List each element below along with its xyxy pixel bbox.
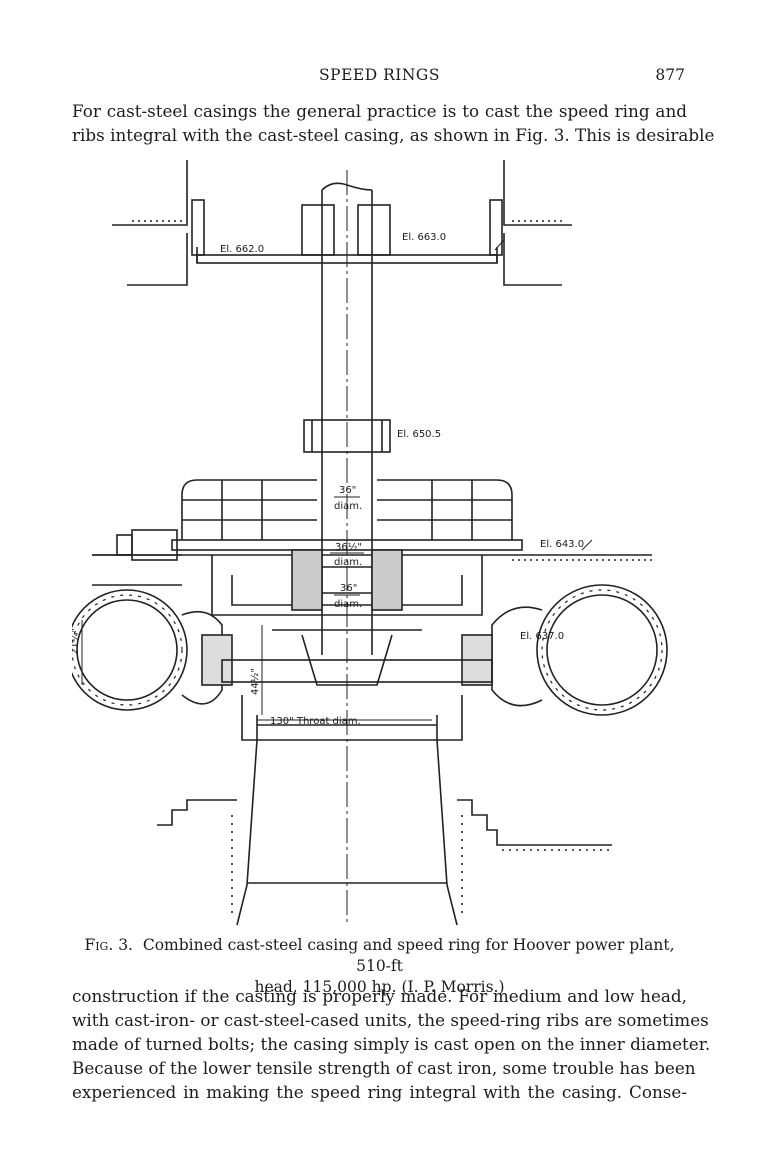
label-36-diam-top-unit: diam. — [334, 501, 362, 512]
text-line: For cast-steel casings the general pract… — [72, 101, 687, 121]
label-36-diam-low: 36" — [340, 583, 357, 594]
label-36-5-diam-unit: diam. — [334, 557, 362, 568]
caption-label: Fig. 3. — [84, 936, 133, 954]
running-title: SPEED RINGS — [319, 66, 440, 84]
speed-ring — [181, 606, 543, 707]
text-line: experienced in making the speed ring int… — [72, 1082, 687, 1102]
text-line: construction if the casting is properly … — [72, 986, 687, 1006]
spiral-casing-right — [536, 584, 668, 716]
text-line: ribs integral with the cast-steel casing… — [72, 125, 715, 145]
label-throat-diam: 130" Throat diam. — [270, 716, 361, 727]
label-el-637: El. 637.0 — [520, 631, 564, 642]
runner-housing — [211, 549, 483, 686]
text-line: Because of the lower tensile strength of… — [72, 1058, 696, 1078]
dimension-lines — [81, 239, 593, 721]
label-44-inch: 44½" — [249, 668, 261, 695]
label-36-5-diam: 36½" — [335, 541, 362, 553]
label-el-643: El. 643.0 — [540, 539, 584, 550]
page-header: SPEED RINGS 877 — [72, 66, 687, 90]
turbine-figure: El. 662.0 El. 663.0 El. 650.5 El. 643.0 … — [66, 155, 687, 934]
caption-line-1: Combined cast-steel casing and speed rin… — [142, 936, 675, 975]
label-21-inch: 21¼" — [72, 628, 81, 655]
caption-line-2: head, 115,000 hp. (I. P. Morris.) — [254, 978, 505, 996]
figure-labels: El. 662.0 El. 663.0 El. 650.5 El. 643.0 … — [69, 232, 584, 727]
label-36-diam-low-unit: diam. — [334, 599, 362, 610]
shaft-coupling — [303, 419, 391, 453]
text-line: with cast-iron- or cast-steel-cased unit… — [72, 1010, 709, 1030]
paragraph-body: construction if the casting is properly … — [72, 984, 711, 1104]
railing — [171, 479, 523, 551]
spiral-casing-left — [66, 589, 188, 711]
paragraph-intro: For cast-steel casings the general pract… — [72, 99, 715, 147]
figure-caption: Fig. 3. Combined cast-steel casing and s… — [72, 935, 687, 998]
label-el-663: El. 663.0 — [402, 232, 446, 243]
top-ground-right — [503, 160, 572, 286]
text-line: made of turned bolts; the casing simply … — [72, 1034, 711, 1054]
label-36-diam-top: 36" — [339, 485, 356, 496]
label-el-650: El. 650.5 — [397, 429, 441, 440]
page-number: 877 — [655, 66, 685, 84]
lower-ground — [157, 799, 612, 915]
turbine-section-drawing: El. 662.0 El. 663.0 El. 650.5 El. 643.0 … — [66, 160, 668, 926]
top-ground-left — [112, 160, 188, 286]
label-el-662: El. 662.0 — [220, 244, 264, 255]
draft-tube — [236, 695, 463, 926]
